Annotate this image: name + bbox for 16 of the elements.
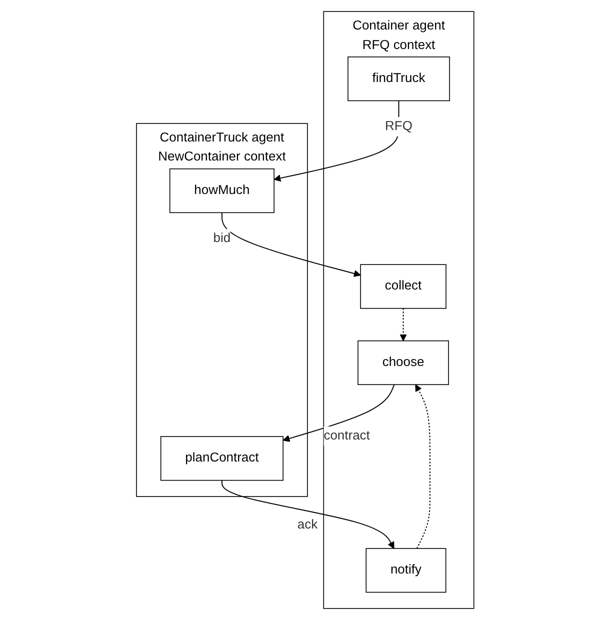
edge-label: bid [214, 230, 231, 245]
node-box: choose [358, 340, 450, 385]
node-box: collect [360, 264, 447, 308]
arrow [400, 307, 408, 341]
arrow [283, 384, 396, 442]
node-box: findTruck [348, 56, 450, 101]
node-box: planContract [160, 436, 284, 480]
arrow [274, 100, 400, 182]
edge-label: ack [298, 517, 318, 532]
edge-label: RFQ [385, 118, 413, 133]
node-box: notify [366, 548, 447, 592]
node-box: howMuch [170, 168, 275, 213]
arrow [222, 212, 362, 276]
arrow [222, 479, 395, 548]
edge-label: contract [324, 428, 370, 442]
arrow [415, 384, 431, 548]
